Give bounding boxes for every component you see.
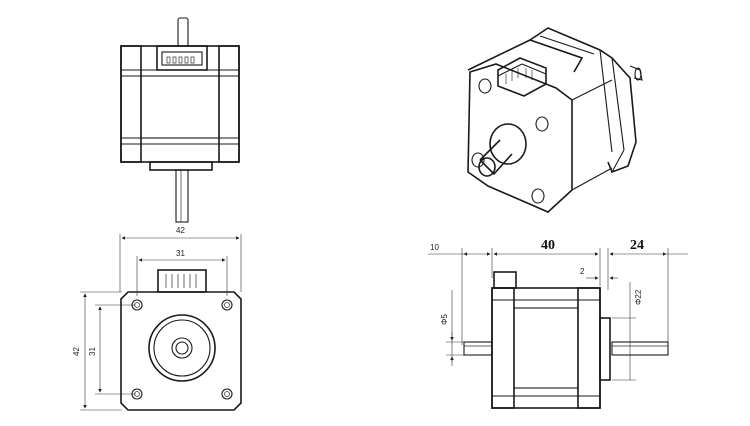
- front-view: [80, 234, 242, 411]
- side-flange-label: 10: [430, 243, 439, 252]
- front-width-label: 42: [176, 226, 185, 235]
- side-shaft-length-label: 24: [630, 238, 644, 253]
- side-boss-dia-label: Φ22: [634, 289, 643, 305]
- side-body-length-label: 40: [541, 238, 555, 253]
- front-height-label: 42: [72, 347, 81, 356]
- front-hole-spacing-v-label: 31: [88, 347, 97, 356]
- side-shaft-dia-label: Φ5: [440, 314, 449, 325]
- isometric-view: [467, 27, 643, 213]
- side-boss-height-label: 2: [580, 267, 585, 276]
- top-view: [120, 17, 240, 223]
- side-view: [428, 248, 688, 409]
- front-hole-spacing-h-label: 31: [176, 249, 185, 258]
